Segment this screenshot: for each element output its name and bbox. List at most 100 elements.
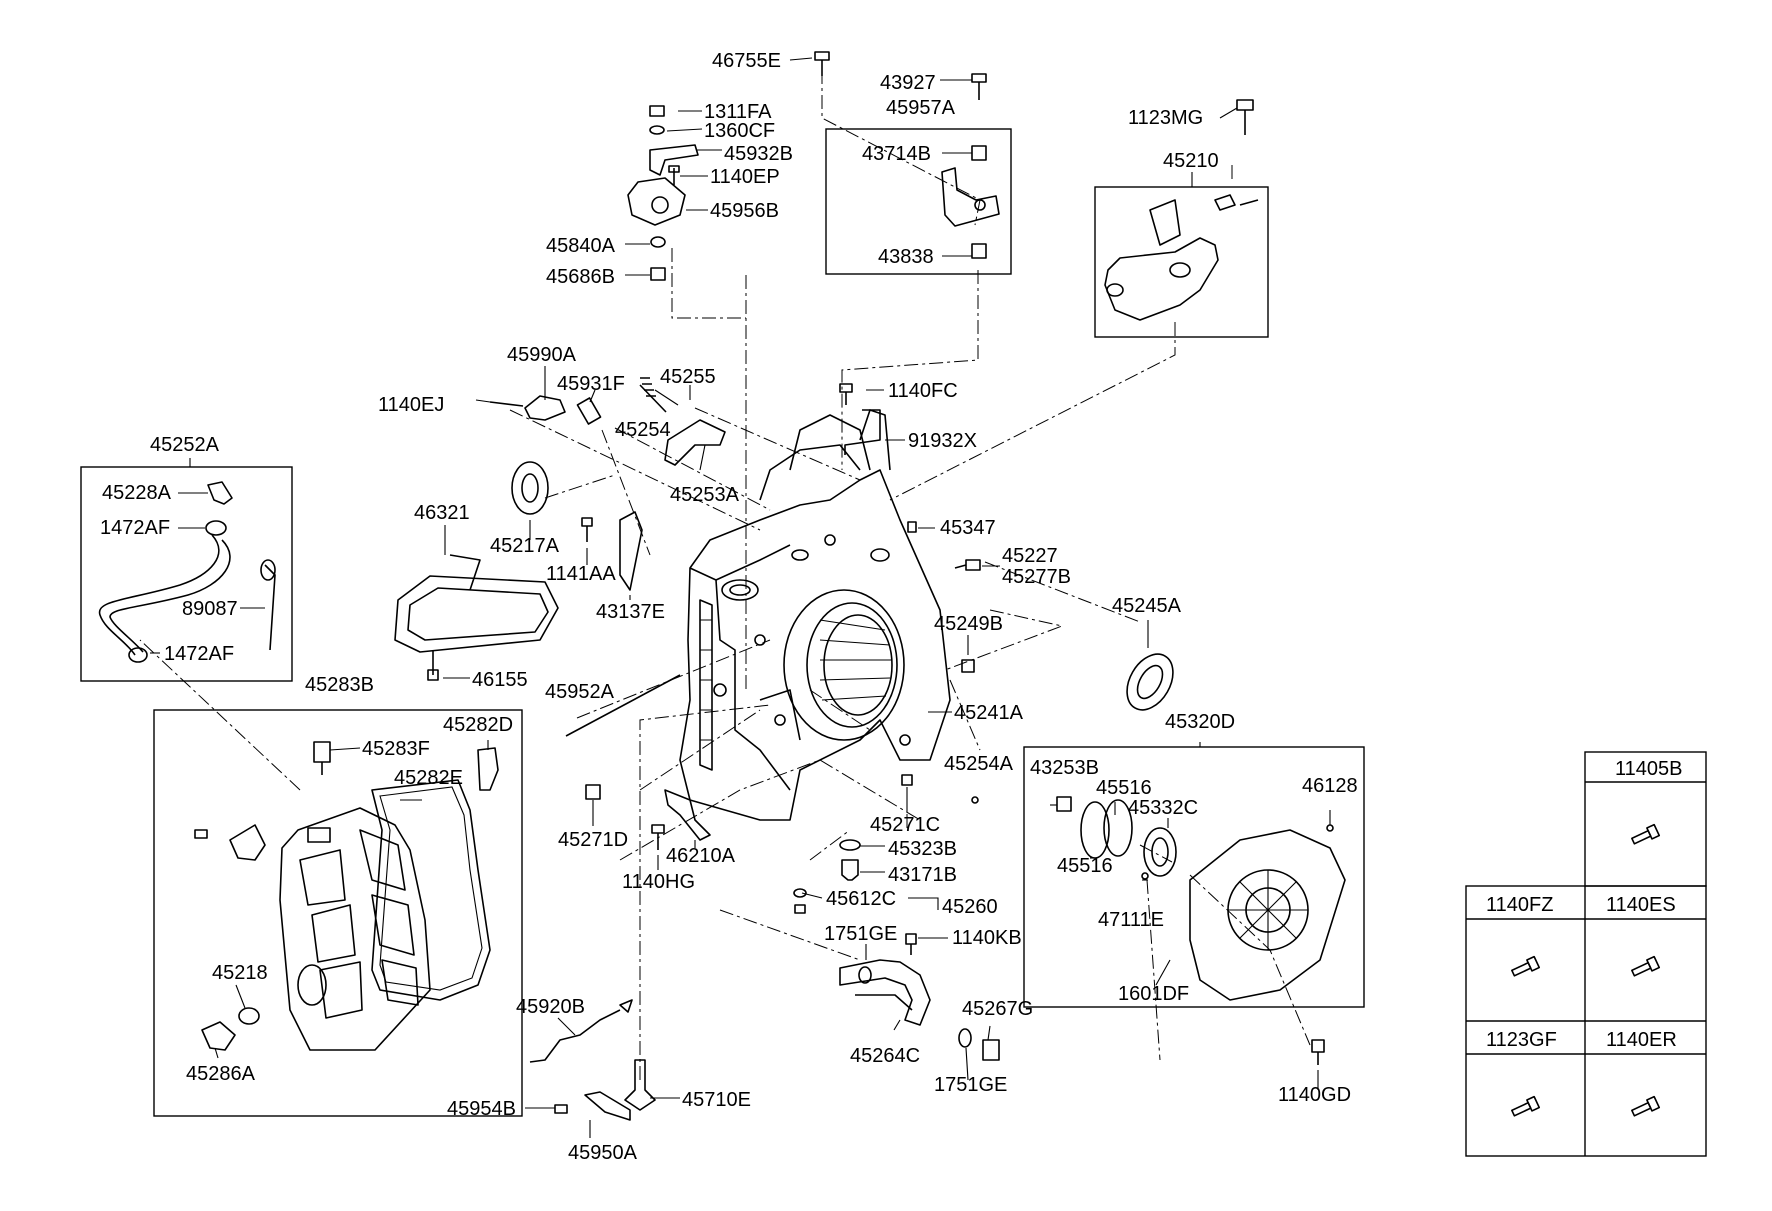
vent-hose-icon (529, 1009, 621, 1063)
part-labels: 46755E 43927 45957A 1123MG 1311FA 1360CF… (100, 50, 1358, 1164)
guide-plate-icon (619, 511, 643, 591)
group-boxes (80, 128, 1365, 1117)
label-45516-top: 45516 (1096, 777, 1152, 799)
bolt-icon (1511, 955, 1541, 977)
bolt-icon (971, 73, 987, 100)
plug-icon (477, 747, 499, 791)
label-45954b: 45954B (447, 1098, 516, 1120)
label-1472af-top: 1472AF (100, 517, 170, 539)
label-45254: 45254 (615, 419, 671, 441)
oil-seal-icon (511, 461, 549, 515)
label-1140hg: 1140HG (622, 871, 695, 893)
bracket-45950a-icon (584, 1091, 631, 1121)
box-45957a-group (825, 128, 1012, 275)
bolt-icon (1511, 1095, 1541, 1117)
label-45255: 45255 (660, 366, 716, 388)
transmission-case-45241a (679, 409, 951, 821)
nut-icon (649, 105, 665, 117)
washer-icon (649, 125, 665, 135)
dipstick-icon (264, 564, 276, 651)
label-45260: 45260 (942, 896, 998, 918)
hose-clamp-icon (205, 520, 227, 536)
plug-icon (841, 859, 859, 881)
label-1360cf: 1360CF (704, 120, 775, 142)
bracket-46210a-icon (664, 789, 711, 841)
o-ring-icon (238, 1007, 260, 1025)
label-45227: 45227 (1002, 545, 1058, 567)
label-45931f: 45931F (557, 373, 625, 395)
legend-1140es-label: 1140ES (1606, 894, 1676, 916)
bolt-icon (1236, 99, 1254, 135)
label-1311fa: 1311FA (704, 101, 772, 123)
label-47111e: 47111E (1098, 909, 1164, 931)
label-45210: 45210 (1163, 150, 1219, 172)
label-45323b: 45323B (888, 838, 957, 860)
shift-lever-icon (941, 167, 1000, 227)
label-46210a: 46210A (666, 845, 736, 867)
label-45228a: 45228A (102, 482, 172, 504)
oil-pan-45283b (194, 741, 499, 1051)
label-1472af-bottom: 1472AF (164, 643, 234, 665)
detent-lever-icon (664, 419, 726, 466)
label-45245a: 45245A (1112, 595, 1182, 617)
label-45267g: 45267G (962, 998, 1033, 1020)
label-45283b: 45283B (305, 674, 374, 696)
mount-bracket-45210-icon (1104, 237, 1219, 321)
label-45957a: 45957A (886, 97, 956, 119)
bracket-91932x-icon (844, 409, 881, 455)
label-1751ge-top: 1751GE (824, 923, 897, 945)
label-46128: 46128 (1302, 775, 1358, 797)
label-1140fc: 1140FC (888, 380, 958, 402)
oil-pipe-icon (839, 959, 931, 1026)
legend-11405b-label: 11405B (1615, 758, 1682, 780)
label-43838: 43838 (878, 246, 934, 268)
label-45282e: 45282E (394, 767, 463, 789)
oil-seal-icon (1126, 653, 1174, 711)
label-1601df: 1601DF (1118, 983, 1189, 1005)
label-1140ep: 1140EP (710, 166, 780, 188)
label-45932b: 45932B (724, 143, 793, 165)
speed-sensor-icon (624, 1059, 656, 1111)
bolt-icon (1631, 955, 1661, 977)
bushing-icon (971, 145, 987, 161)
label-43927: 43927 (880, 72, 936, 94)
label-43714b: 43714B (862, 143, 931, 165)
bracket-45990a-icon (524, 395, 566, 421)
clamp-icon (201, 1021, 236, 1051)
label-45332c: 45332C (1128, 797, 1198, 819)
label-45686b: 45686B (546, 266, 615, 288)
label-1751ge-bottom: 1751GE (934, 1074, 1007, 1096)
label-45264c: 45264C (850, 1045, 920, 1067)
label-45612c: 45612C (826, 888, 896, 910)
label-45516-bottom: 45516 (1057, 855, 1113, 877)
label-45252a: 45252A (150, 434, 220, 456)
bolt-icon (814, 51, 830, 76)
label-45217a: 45217A (490, 535, 560, 557)
label-45347: 45347 (940, 517, 996, 539)
box-45320d-group (1023, 746, 1365, 1008)
legend-1140fz-label: 1140FZ (1486, 894, 1553, 916)
label-89087: 89087 (182, 598, 238, 620)
label-1140ej: 1140EJ (378, 394, 444, 416)
label-45241a: 45241A (954, 702, 1024, 724)
label-45950a: 45950A (568, 1142, 638, 1164)
oil-filter-icon (394, 575, 559, 653)
label-45271c: 45271C (870, 814, 940, 836)
label-46155: 46155 (472, 669, 528, 691)
label-45286a: 45286A (186, 1063, 256, 1085)
rear-cover-45320d (1056, 796, 1346, 1065)
label-45249b: 45249B (934, 613, 1003, 635)
hose-clamp-icon (128, 647, 148, 663)
box-45210-group (1094, 186, 1269, 338)
bolt-icon (1631, 823, 1661, 845)
label-43253b: 43253B (1030, 757, 1099, 779)
label-1140kb: 1140KB (952, 927, 1022, 949)
label-45920b: 45920B (516, 996, 585, 1018)
inhibitor-switch-icon (627, 177, 686, 226)
label-45840a: 45840A (546, 235, 616, 257)
bearing-icon (1143, 827, 1177, 877)
o-ring-icon (1103, 799, 1133, 857)
label-45952a: 45952A (545, 681, 615, 703)
legend-1123gf-label: 1123GF (1486, 1029, 1557, 1051)
label-45271d: 45271D (558, 829, 628, 851)
